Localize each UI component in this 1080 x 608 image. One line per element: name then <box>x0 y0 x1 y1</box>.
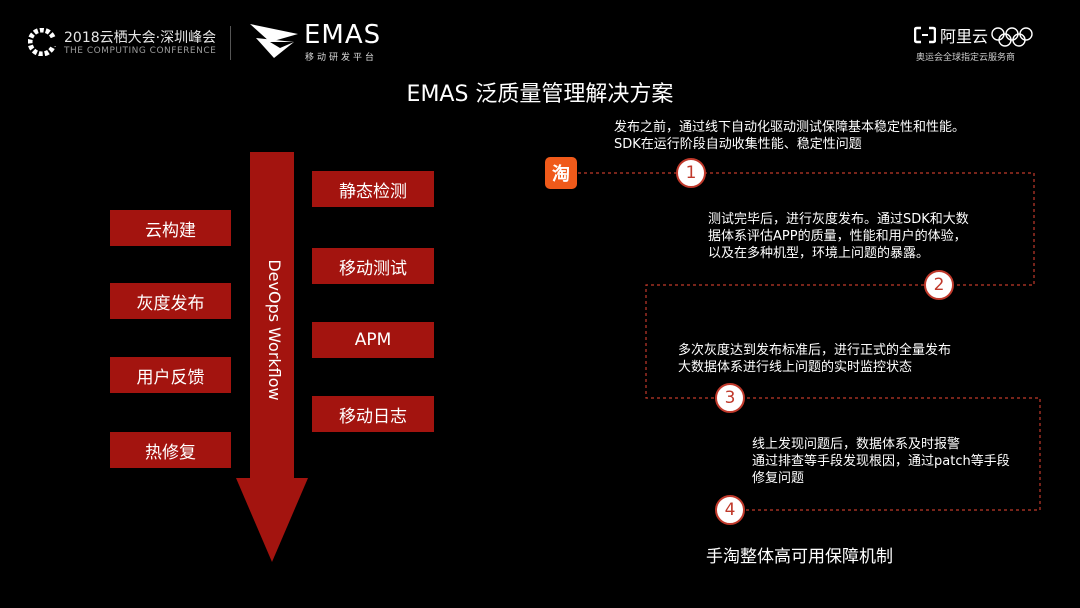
aliyun-subtitle: 奥运会全球指定云服务商 <box>916 53 1016 63</box>
step-1-line-1: 发布之前，通过线下自动化驱动测试保障基本稳定性和性能。 <box>614 120 966 135</box>
emas-logo-icon <box>250 24 298 58</box>
emas-name: EMAS <box>304 20 382 50</box>
page-title: EMAS 泛质量管理解决方案 <box>406 82 674 107</box>
devops-arrow <box>236 152 308 562</box>
step-2-line-2: 据体系评估APP的质量，性能和用户的体验， <box>708 229 967 244</box>
flow-connector-lines <box>578 172 1041 511</box>
step-3-circle: 3 <box>715 383 745 413</box>
devops-workflow-label: DevOps Workflow <box>265 259 284 401</box>
right-item-apm: APM <box>312 322 434 358</box>
left-item-cloud-build: 云构建 <box>110 210 231 246</box>
step-1-circle: 1 <box>676 158 706 188</box>
right-item-static-check: 静态检测 <box>312 171 434 207</box>
step-1-text: 发布之前，通过线下自动化驱动测试保障基本稳定性和性能。 SDK在运行阶段自动收集… <box>614 119 965 153</box>
flow-caption: 手淘整体高可用保障机制 <box>706 547 893 567</box>
right-item-mobile-log: 移动日志 <box>312 396 434 432</box>
step-2-line-3: 以及在多种机型，环境上问题的暴露。 <box>708 246 930 261</box>
step-2-circle: 2 <box>924 270 954 300</box>
step-2-text: 测试完毕后，进行灰度发布。通过SDK和大数 据体系评估APP的质量，性能和用户的… <box>708 211 969 262</box>
conference-title: 2018云栖大会·深圳峰会 <box>64 30 217 46</box>
step-2-line-1: 测试完毕后，进行灰度发布。通过SDK和大数 <box>708 212 969 227</box>
right-item-mobile-test: 移动测试 <box>312 248 434 284</box>
header-divider <box>230 26 231 60</box>
aliyun-name: 阿里云 <box>940 27 989 46</box>
conference-logo-icon <box>28 28 56 56</box>
step-3-line-1: 多次灰度达到发布标准后，进行正式的全量发布 <box>678 343 952 358</box>
step-4-line-2: 通过排查等手段发现根因，通过patch等手段 <box>752 454 1010 469</box>
step-3-line-2: 大数据体系进行线上问题的实时监控状态 <box>678 360 913 375</box>
step-4-line-3: 修复问题 <box>752 471 805 486</box>
step-3-text: 多次灰度达到发布标准后，进行正式的全量发布 大数据体系进行线上问题的实时监控状态 <box>678 342 951 376</box>
conference-subtitle: THE COMPUTING CONFERENCE <box>64 46 217 56</box>
left-item-hotfix: 热修复 <box>110 432 231 468</box>
left-item-user-feedback: 用户反馈 <box>110 357 231 393</box>
aliyun-logo-icon <box>914 26 936 44</box>
emas-subtitle: 移动研发平台 <box>305 53 378 63</box>
step-1-line-2: SDK在运行阶段自动收集性能、稳定性问题 <box>614 137 862 152</box>
step-4-line-1: 线上发现问题后，数据体系及时报警 <box>752 437 961 452</box>
olympic-rings-icon <box>991 27 1033 47</box>
step-4-circle: 4 <box>715 495 745 525</box>
left-item-gray-release: 灰度发布 <box>110 283 231 319</box>
taobao-app-icon: 淘 <box>545 157 577 189</box>
step-4-text: 线上发现问题后，数据体系及时报警 通过排查等手段发现根因，通过patch等手段 … <box>752 436 1010 487</box>
